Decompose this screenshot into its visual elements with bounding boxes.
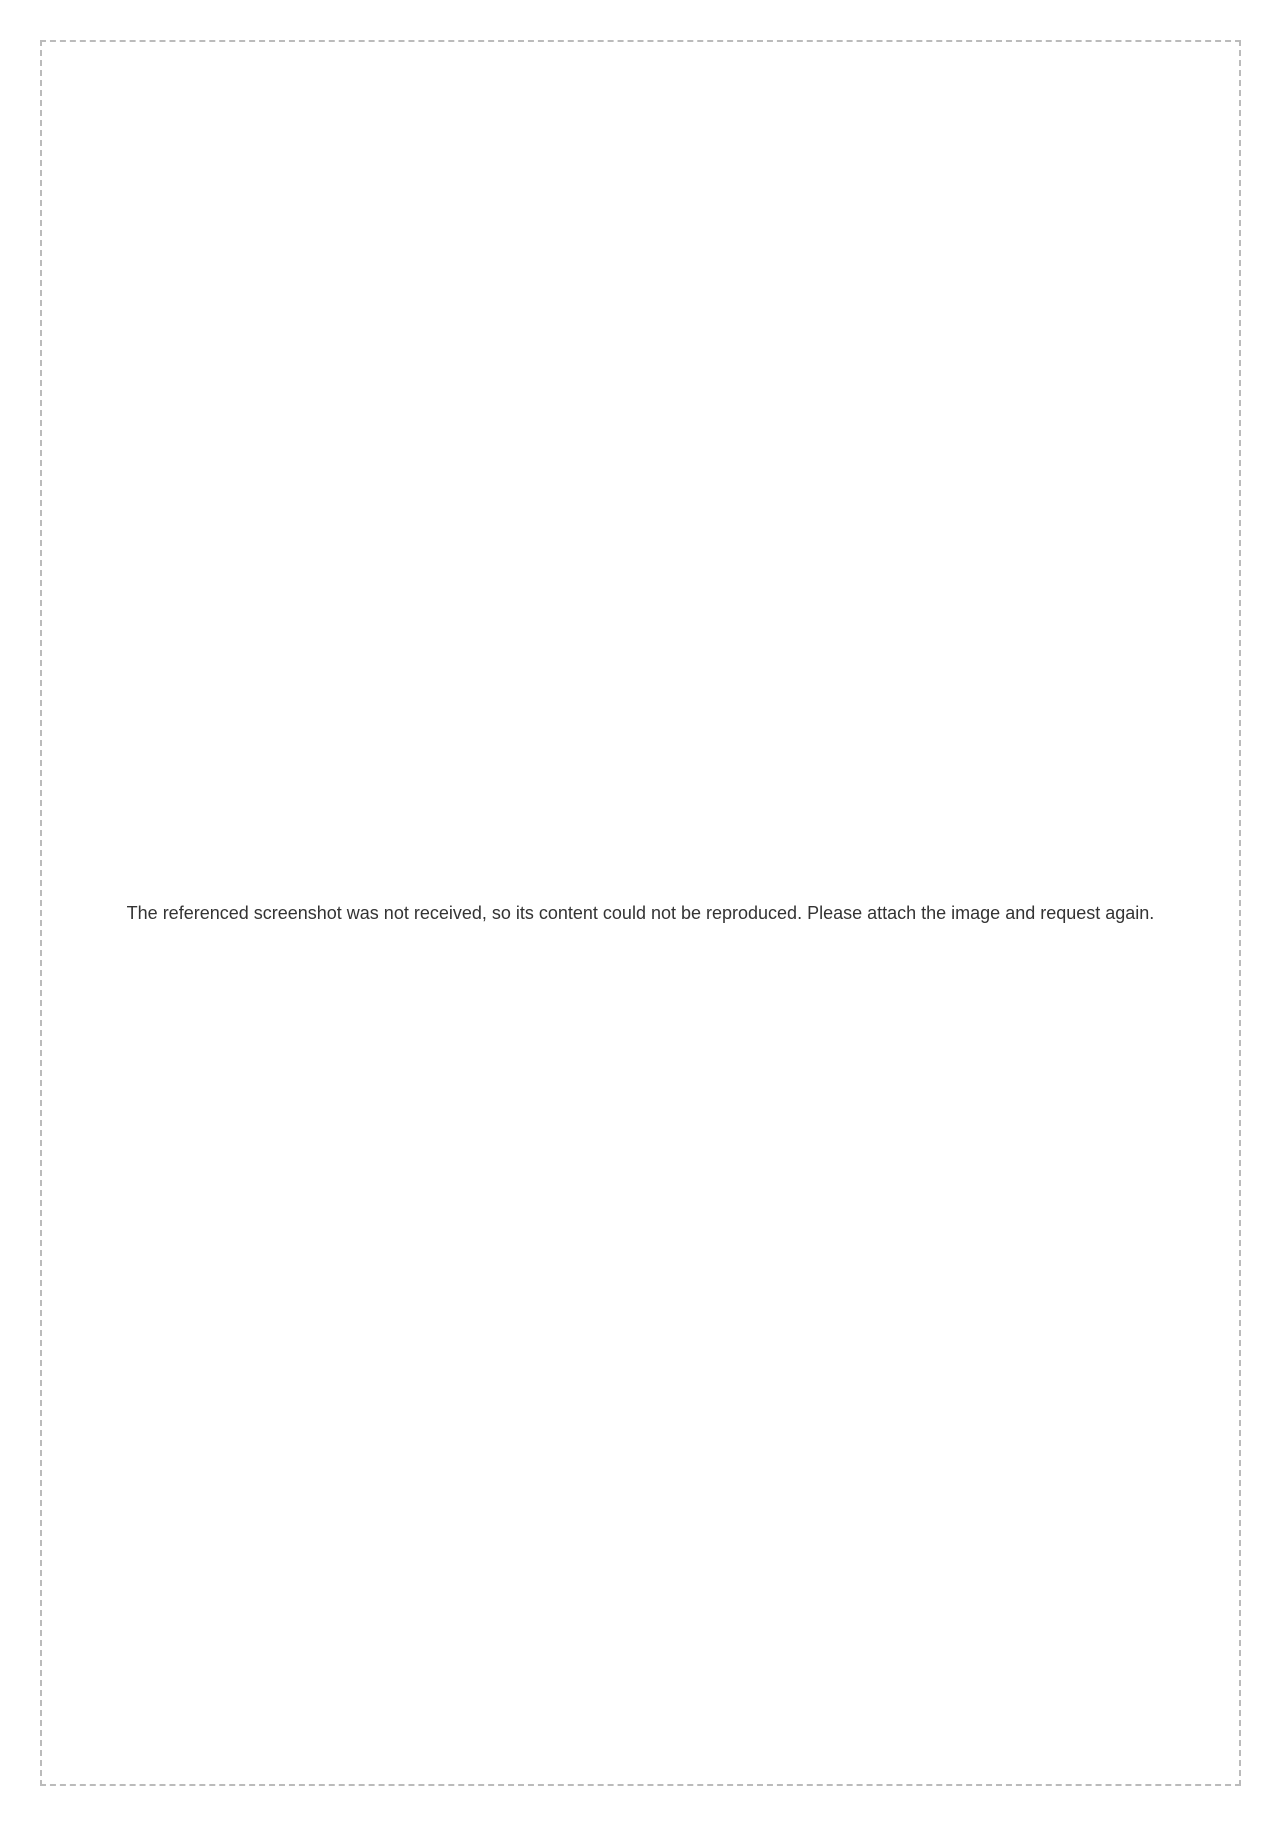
placeholder-frame: The referenced screenshot was not receiv… [40, 40, 1241, 1786]
missing-image-notice: The referenced screenshot was not receiv… [126, 902, 1155, 923]
